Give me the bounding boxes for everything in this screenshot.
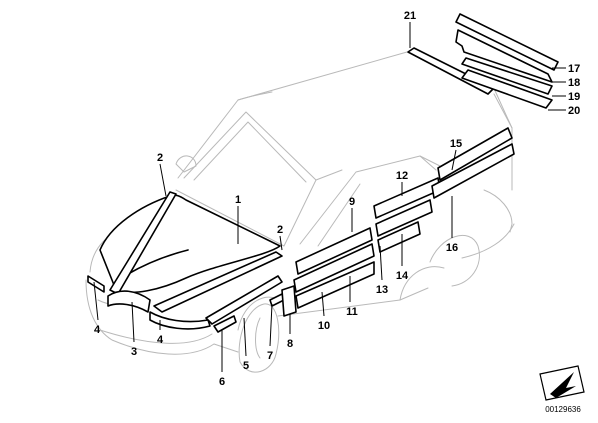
callout-labels: 1 2 2 3 4 4 5 6 7 8 9 10 11 12 13 14 15 … <box>94 10 580 388</box>
part-4-right-bumper-stripe <box>149 311 211 330</box>
part-4-left-bumper-stripe <box>87 275 105 293</box>
part-1-hood-decal <box>99 194 281 294</box>
callout-12: 12 <box>396 170 408 182</box>
part-6-lower-fender-piece <box>213 315 237 333</box>
callout-20: 20 <box>568 105 580 117</box>
callout-18: 18 <box>568 77 580 89</box>
callout-3: 3 <box>131 346 137 358</box>
callout-14: 14 <box>396 270 409 282</box>
callout-11: 11 <box>346 306 358 318</box>
callout-6: 6 <box>219 376 225 388</box>
callout-15: 15 <box>450 138 462 150</box>
decal-parts <box>87 13 559 333</box>
part-8-door-edge-piece <box>281 285 297 317</box>
reference-code: 00129636 <box>545 405 581 414</box>
view-direction-arrow-icon <box>539 365 585 401</box>
part-20-strip <box>461 69 553 109</box>
part-15-rear-quarter-upper-stripe <box>437 127 513 181</box>
part-10-front-door-lower-stripe <box>293 243 375 293</box>
part-18-strip <box>455 29 553 83</box>
callout-8: 8 <box>287 338 293 350</box>
callout-9: 9 <box>349 196 355 208</box>
part-19-strip <box>461 57 553 95</box>
part-16-rear-quarter-lower-stripe <box>431 143 515 199</box>
callout-19: 19 <box>568 91 580 103</box>
part-14-rear-door-bottom-stripe <box>377 221 421 253</box>
callout-2: 2 <box>277 224 283 236</box>
callout-2: 2 <box>157 152 163 164</box>
callout-13: 13 <box>376 284 388 296</box>
part-2-right-pillar-stripe <box>153 251 283 313</box>
part-13-rear-door-lower-stripe <box>375 199 433 237</box>
part-3-front-stripe <box>107 290 151 313</box>
part-17-strip <box>455 13 559 71</box>
callout-16: 16 <box>446 242 458 254</box>
callout-4: 4 <box>94 324 101 336</box>
callout-10: 10 <box>318 320 330 332</box>
callout-4: 4 <box>157 334 164 346</box>
callout-21: 21 <box>404 10 416 22</box>
callout-17: 17 <box>568 63 580 75</box>
callout-5: 5 <box>243 360 249 372</box>
part-5-fender-stripe <box>205 275 283 325</box>
part-9-front-door-upper-stripe <box>295 227 373 275</box>
callout-7: 7 <box>267 350 273 362</box>
part-11-front-door-bottom-stripe <box>295 261 375 309</box>
leader-lines <box>93 22 566 372</box>
callout-1: 1 <box>235 194 241 206</box>
